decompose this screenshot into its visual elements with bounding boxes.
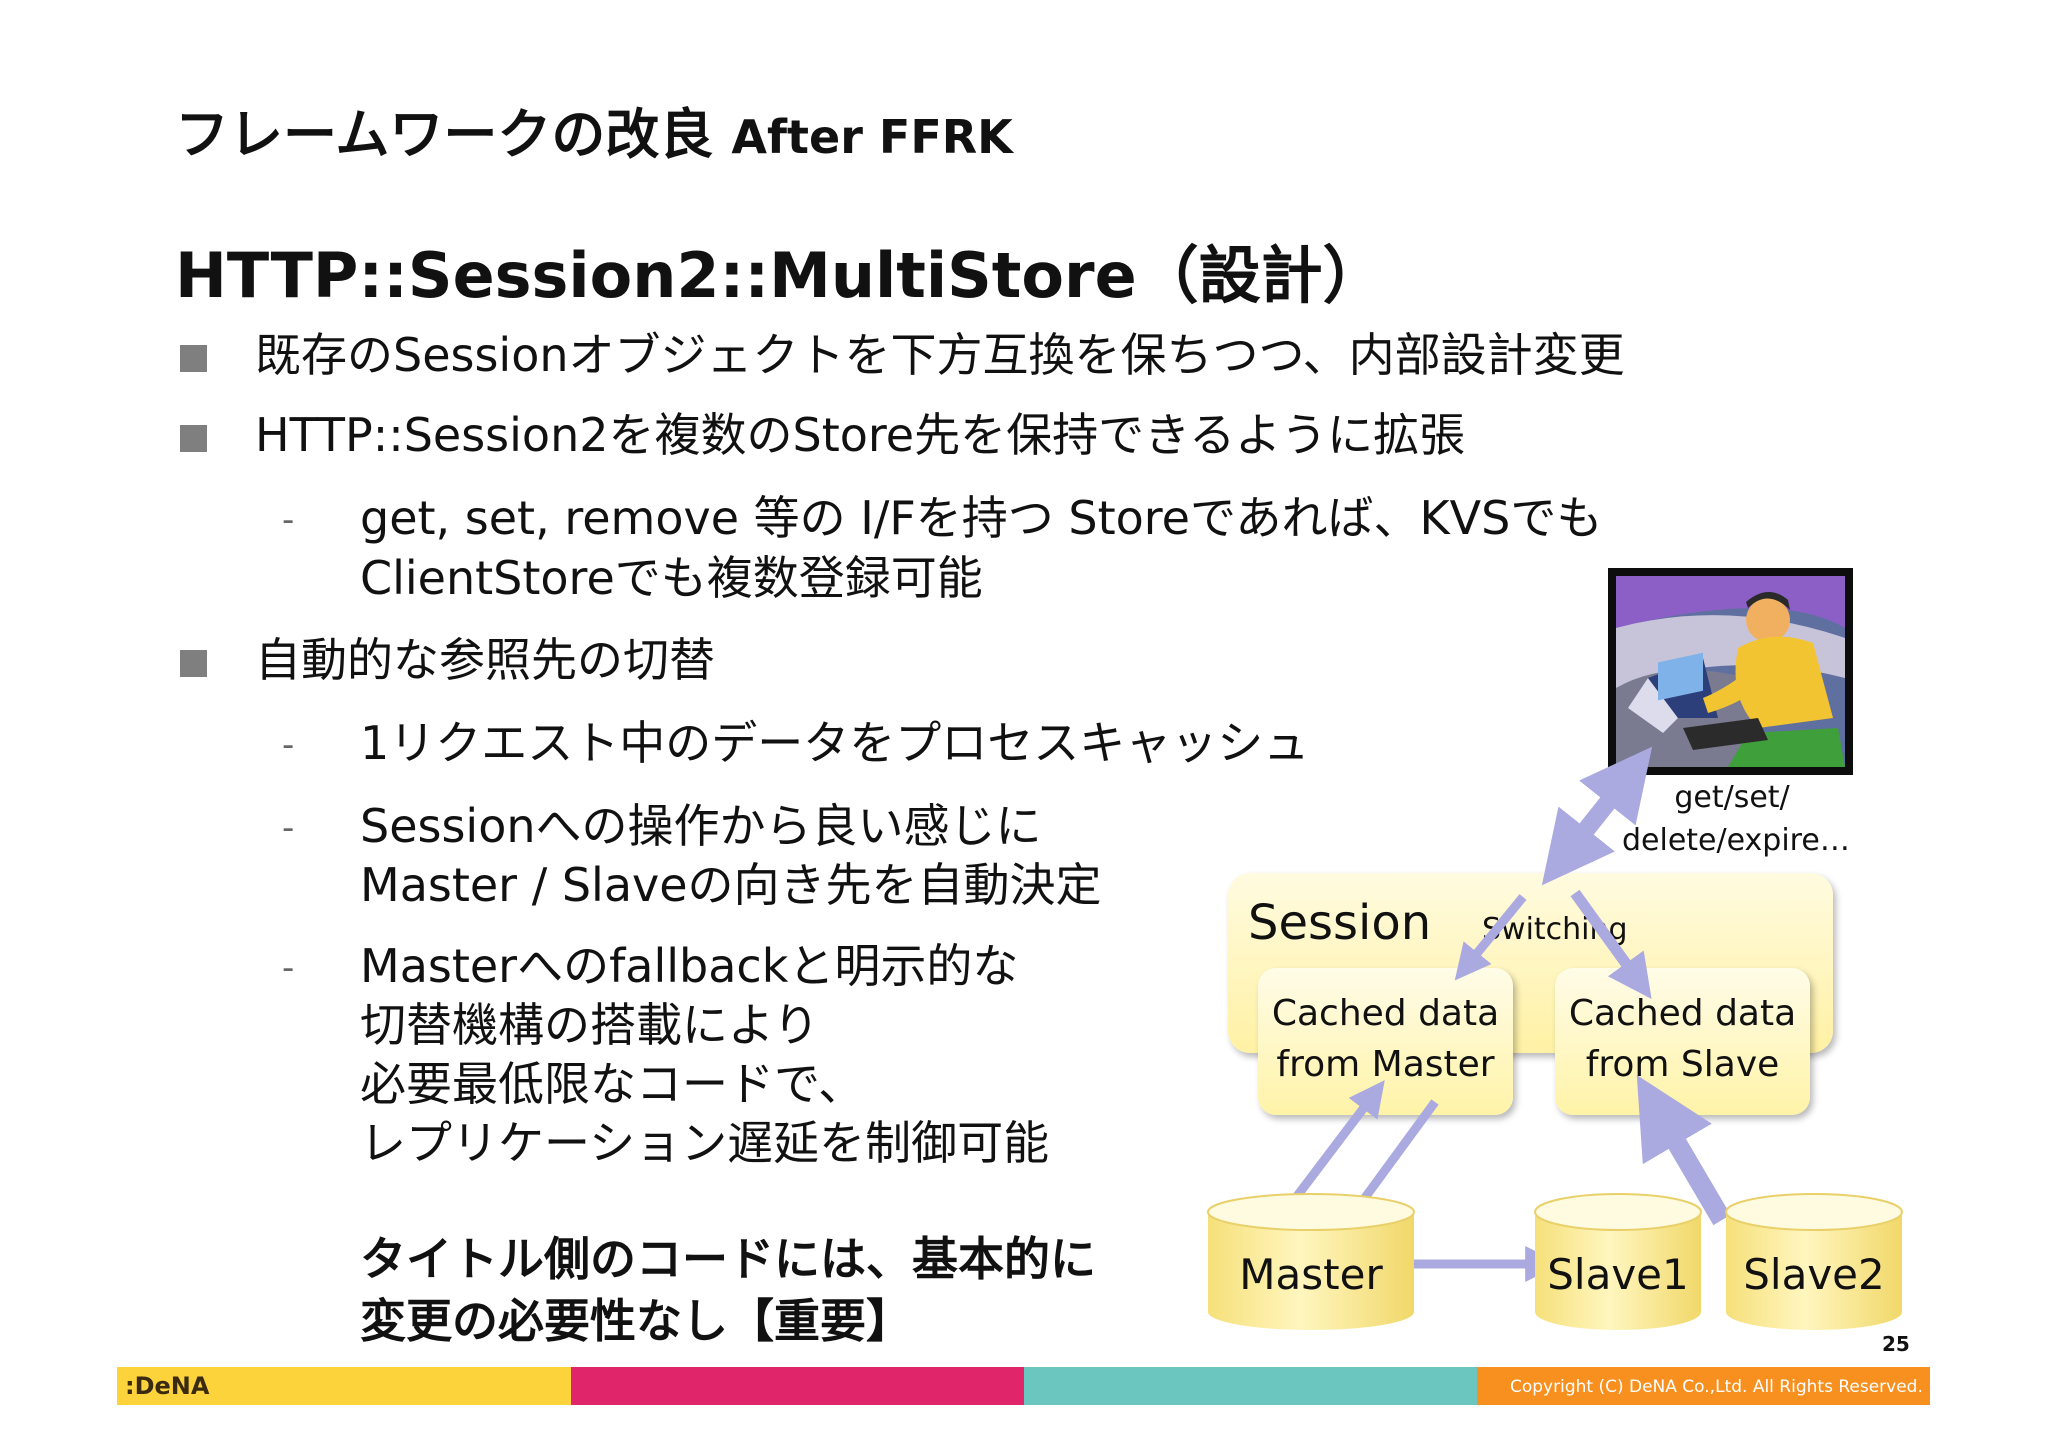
footer-segment-yellow (117, 1367, 571, 1405)
subitem-2-1-line-2: ClientStoreでも複数登録可能 (360, 551, 983, 605)
arrow-user-session (1541, 746, 1653, 886)
subitem-3-1-line-1: 1リクエスト中のデータをプロセスキャッシュ (360, 716, 1310, 770)
page-number: 25 (1882, 1332, 1910, 1356)
cache-slave-line-1: Cached data (1568, 993, 1797, 1034)
database-cylinders (1207, 1193, 1903, 1330)
operations-line-2: delete/expire… (1622, 823, 1850, 858)
arrow-switch-slave (1570, 889, 1652, 1000)
subitem-2-1-line-1: get, set, remove 等の I/Fを持つ Storeであれば、KVS… (360, 491, 1603, 545)
dash-icon: - (282, 948, 295, 988)
arrow-slave-cache (1636, 1074, 1731, 1226)
note-line-1: タイトル側のコードには、基本的に (360, 1232, 1096, 1286)
slide-title: HTTP::Session2::MultiStore（設計） (175, 239, 1385, 312)
db-master-cylinder (1207, 1193, 1415, 1330)
subitem-3-3-line-1: Masterへのfallbackと明示的な (360, 939, 1019, 993)
dash-icon: - (282, 808, 295, 848)
cache-master-box: Cached data from Master (1258, 968, 1513, 1115)
db-slave1-label: Slave1 (1547, 1250, 1689, 1299)
footer-segment-teal (1024, 1367, 1477, 1405)
bullet-square-icon (180, 650, 207, 677)
bullet-3: 自動的な参照先の切替 (255, 633, 715, 687)
footer-bar (117, 1367, 1930, 1405)
header-title-main: フレームワークの改良 (175, 103, 714, 166)
session-label: Session (1248, 895, 1432, 951)
header-title: フレームワークの改良 After FFRK (175, 90, 1013, 169)
header-subtitle: After FFRK (731, 110, 1013, 164)
subitem-3-3-line-2: 切替機構の搭載により (360, 998, 820, 1052)
copyright: Copyright (C) DeNA Co.,Ltd. All Rights R… (1510, 1377, 1923, 1397)
db-slave2-label: Slave2 (1743, 1250, 1885, 1299)
computer-user-icon (1608, 568, 1853, 775)
operations-line-1: get/set/ (1674, 780, 1790, 815)
bullet-square-icon (180, 345, 207, 372)
subitem-3-3-line-3: 必要最低限なコードで、 (360, 1057, 865, 1111)
bullet-square-icon (180, 425, 207, 452)
operations-label: get/set/ delete/expire… (1622, 776, 1850, 862)
cache-master-line-2: from Master (1276, 1044, 1495, 1085)
db-master-label: Master (1239, 1250, 1383, 1299)
note-line-2: 変更の必要性なし【重要】 (360, 1294, 912, 1348)
arrow-switch-master (1454, 894, 1527, 981)
subitem-3-2-line-2: Master / Slaveの向き先を自動決定 (360, 858, 1102, 912)
bullet-1: 既存のSessionオブジェクトを下方互換を保ちつつ、内部設計変更 (255, 328, 1625, 382)
dash-icon: - (282, 500, 295, 540)
dena-logo: :DeNA (125, 1372, 210, 1400)
dash-icon: - (282, 725, 295, 765)
footer-segment-pink (571, 1367, 1024, 1405)
db-slave2-cylinder (1725, 1193, 1903, 1330)
bullet-2: HTTP::Session2を複数のStore先を保持できるように拡張 (255, 408, 1466, 462)
subitem-3-3-line-4: レプリケーション遅延を制御可能 (360, 1116, 1050, 1170)
footer-segment-orange (1477, 1367, 1930, 1405)
subitem-3-2-line-1: Sessionへの操作から良い感じに (360, 799, 1042, 853)
arrow-master-cache (1281, 1080, 1385, 1215)
cache-master-line-1: Cached data (1271, 993, 1500, 1034)
db-slave1-cylinder (1534, 1193, 1702, 1330)
